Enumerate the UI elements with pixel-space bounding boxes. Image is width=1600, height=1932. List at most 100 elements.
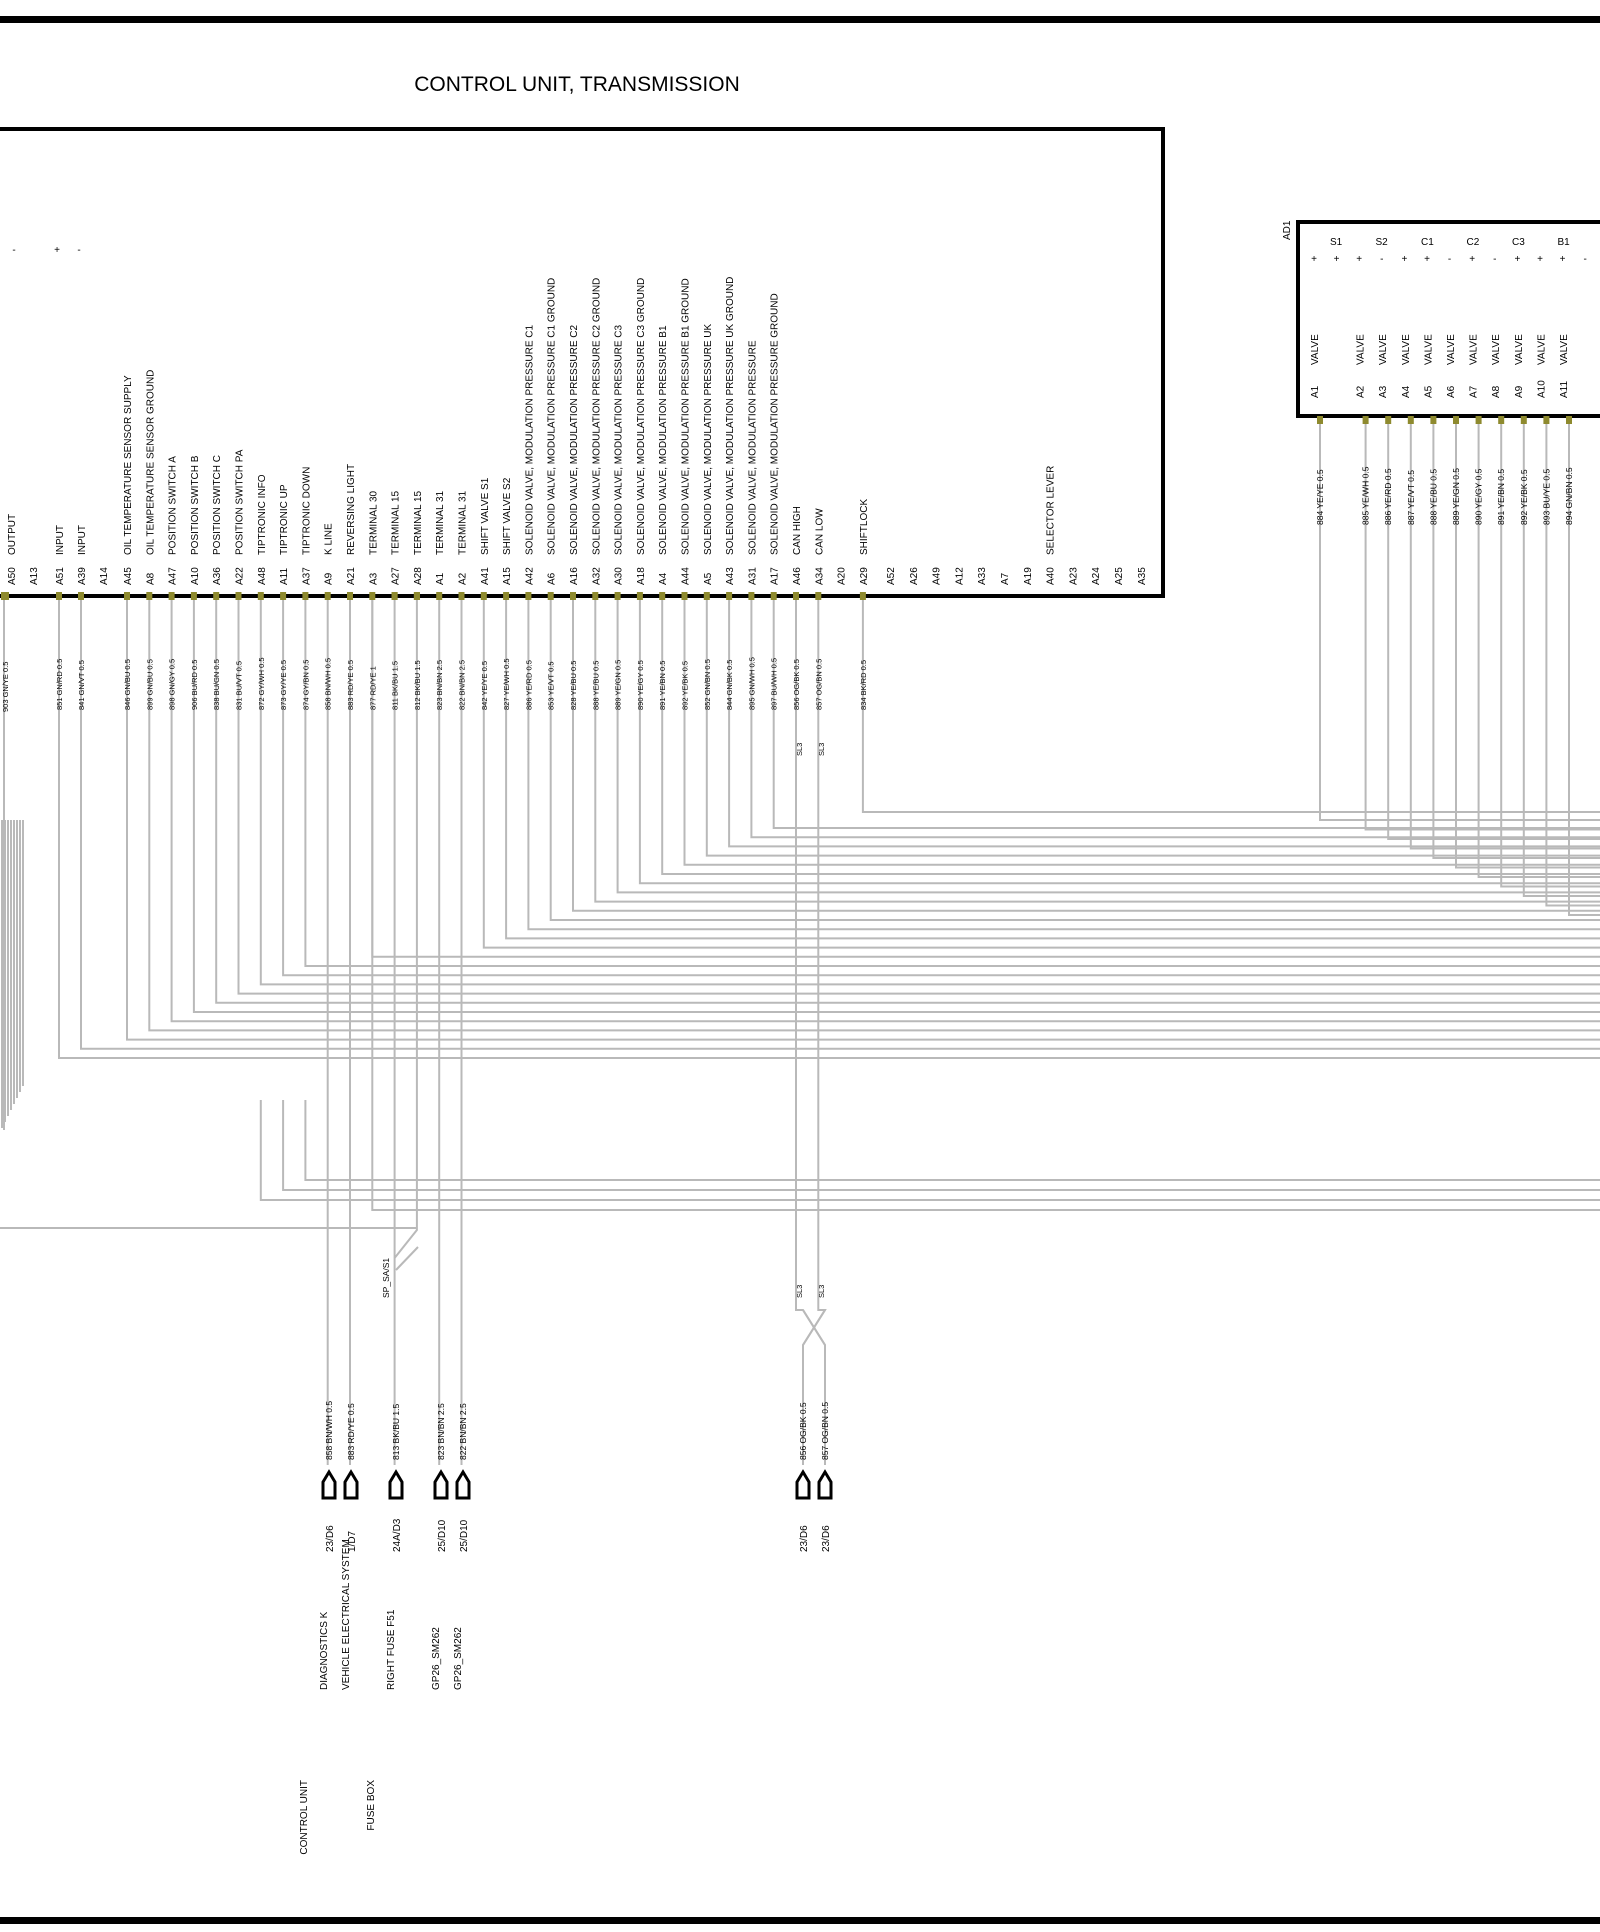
wire-bus — [572, 600, 1600, 912]
pin-function-label: REVERSING LIGHT — [346, 464, 357, 555]
ad1-wire — [1545, 424, 1600, 907]
output-connector — [388, 1469, 404, 1500]
ad1-pin-label: A3 — [1378, 385, 1389, 398]
pin-sign-fragment: + — [54, 245, 60, 256]
pin-label: A8 — [145, 572, 156, 585]
wire-label: 827 YE/WH 0.5 — [502, 658, 511, 710]
pin-label: A26 — [909, 567, 920, 585]
sl3-label-top-high: SL3 — [795, 743, 804, 756]
wire-bus — [215, 600, 1600, 1004]
ad1-sign: + — [1560, 254, 1566, 265]
wire-bus — [371, 600, 1600, 958]
ad1-pin-label: A5 — [1423, 385, 1434, 398]
pin-label: A41 — [480, 567, 491, 585]
pin-label: A18 — [636, 567, 647, 585]
ad1-wire — [1364, 424, 1600, 831]
pin-mark — [369, 592, 376, 600]
pin-label: A21 — [346, 567, 357, 585]
wire-label: 857 OG/BN 0.5 — [814, 659, 823, 710]
wire-bus — [661, 600, 1600, 875]
pin-label: A25 — [1114, 567, 1125, 585]
wire-label: 828 YE/BU 0.5 — [569, 661, 578, 710]
sl3-label-bottom-low: SL3 — [817, 1285, 826, 1298]
ad1-wire — [1500, 424, 1600, 888]
pin-function-label: SOLENOID VALVE, MODULATION PRESSURE B1 — [658, 325, 669, 555]
wire-bus — [549, 600, 1600, 921]
pin-mark — [614, 592, 621, 600]
output-wire-label: 856 OG/BK 0.5 — [798, 1402, 808, 1460]
output-connector — [795, 1469, 811, 1500]
pin-label: A46 — [792, 567, 803, 585]
ad1-pin-label: A4 — [1401, 385, 1412, 398]
pin-mark — [815, 592, 822, 600]
pin-function-label: SOLENOID VALVE, MODULATION PRESSURE C1 G… — [547, 278, 558, 555]
ad1-wire — [1387, 424, 1600, 840]
pin-mark — [547, 592, 554, 600]
pin-function-label: CAN LOW — [814, 508, 825, 555]
pin-label: A45 — [123, 567, 134, 585]
func-label-fragment: OUTPUT — [7, 514, 18, 555]
output-dest-label: FUSE BOX — [366, 1780, 377, 1831]
wire-label: 888 YE/BU 0.5 — [591, 661, 600, 710]
output-ref-label: 24A/D3 — [392, 1518, 403, 1552]
wire-label: 890 YE/GY 0.5 — [636, 660, 645, 710]
pin-marks-layer — [1, 416, 1572, 600]
ad1-func-label: VALVE — [1378, 334, 1389, 365]
output-ref-label: 23/D6 — [799, 1525, 810, 1552]
ad1-pin-mark — [1453, 416, 1459, 424]
output-wire-label: 822 BN/BN 2.5 — [458, 1403, 468, 1460]
ad1-sign: + — [1469, 254, 1475, 265]
pin-function-label: SHIFT VALVE S2 — [502, 477, 513, 555]
ad1-func-label: VALVE — [1401, 334, 1412, 365]
pin-label: A6 — [547, 572, 558, 585]
diagram-title: CONTROL UNIT, TRANSMISSION — [414, 73, 740, 96]
pin-mark — [257, 592, 264, 600]
pin-label: A33 — [977, 567, 988, 585]
pin-mark — [235, 592, 242, 600]
wire-label: 877 RD/YE 1 — [368, 666, 377, 710]
pin-mark — [726, 592, 733, 600]
pin-label: A43 — [725, 567, 736, 585]
ad1-pin-mark — [1430, 416, 1437, 424]
pin-label: A35 — [1137, 567, 1148, 585]
output-ref-label: 25/D10 — [459, 1519, 470, 1552]
ad1-sign: - — [1584, 254, 1587, 265]
pin-function-label: TERMINAL 15 — [413, 490, 424, 555]
pin-function-label: POSITION SWITCH C — [212, 455, 223, 555]
splice-label: SP_SA/S1 — [381, 1258, 391, 1298]
pin-label: A30 — [614, 567, 625, 585]
pin-function-label: TERMINAL 31 — [435, 490, 446, 555]
pin-function-label: POSITION SWITCH B — [190, 455, 201, 555]
ad1-wire — [1568, 424, 1600, 916]
pin-label: A7 — [1000, 572, 1011, 585]
ad1-sign: + — [1424, 254, 1430, 265]
output-dest-label: GP26_SM262 — [431, 1627, 442, 1690]
ad1-wire-label: 884 YE/YE 0.5 — [1315, 469, 1325, 525]
ad1-header: S2 — [1376, 237, 1389, 248]
pin-function-label: SOLENOID VALVE, MODULATION PRESSURE C2 — [569, 325, 580, 555]
pin-function-label: SOLENOID VALVE, MODULATION PRESSURE — [747, 340, 758, 555]
wire-label: 883 RD/YE 0.5 — [346, 660, 355, 710]
ad1-pin-label: A11 — [1559, 381, 1570, 398]
wire-terminal15-b — [393, 600, 418, 1259]
wire-label: 852 GN/BN 0.5 — [703, 659, 712, 710]
ad1-wire-label: 886 YE/RD 0.5 — [1383, 468, 1393, 525]
wire-bus — [80, 600, 1600, 1050]
pin-sign-fragment: - — [77, 245, 80, 256]
pin-label: A5 — [703, 572, 714, 585]
wires-layer — [0, 424, 1600, 1500]
pin-label: A40 — [1046, 567, 1057, 585]
pin-mark — [570, 592, 576, 600]
pin-mark — [213, 592, 220, 600]
ad1-wire-label: 887 YE/VT 0.5 — [1406, 470, 1416, 525]
pin-label: A27 — [391, 567, 402, 585]
ad1-pin-label: A7 — [1469, 385, 1480, 398]
wire-label: 886 YE/RD 0.5 — [524, 660, 533, 710]
pin-mark — [280, 592, 287, 600]
pin-mark — [56, 592, 62, 600]
ad1-sign: + — [1311, 254, 1317, 265]
pin-label: A34 — [814, 567, 825, 585]
output-ref-label: 23/D6 — [325, 1525, 336, 1552]
wire-label: 899 GN/BU 0.5 — [145, 659, 154, 710]
pin-function-label: SOLENOID VALVE, MODULATION PRESSURE GROU… — [770, 293, 781, 555]
